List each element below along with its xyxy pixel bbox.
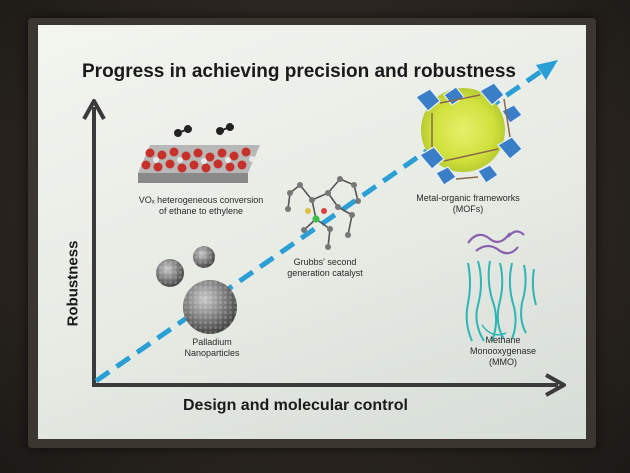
vox-caption: VOₓ heterogeneous conversion of ethane t… — [138, 195, 264, 216]
mofs-caption: Metal-organic frameworks (MOFs) — [416, 193, 520, 214]
palladium-nanoparticles-image — [156, 246, 237, 334]
slide: Progress in achieving precision and robu… — [38, 25, 586, 439]
mof-image — [415, 82, 523, 186]
grubbs-caption: Grubbs' second generation catalyst — [287, 257, 363, 278]
y-axis-label: Robustness — [64, 240, 82, 327]
grubbs-catalyst-image — [285, 176, 361, 250]
diagram-canvas — [82, 60, 566, 397]
x-axis-label: Design and molecular control — [183, 397, 408, 414]
vox-surface-image — [138, 121, 260, 183]
y-axis — [82, 99, 106, 385]
mmo-protein-image — [465, 230, 537, 342]
slide-title: Progress in achieving precision and robu… — [82, 61, 516, 82]
x-axis — [92, 373, 566, 397]
mmo-caption: Methane Monooxygenase (MMO) — [469, 335, 537, 367]
palladium-caption: Palladium Nanoparticles — [184, 337, 240, 358]
